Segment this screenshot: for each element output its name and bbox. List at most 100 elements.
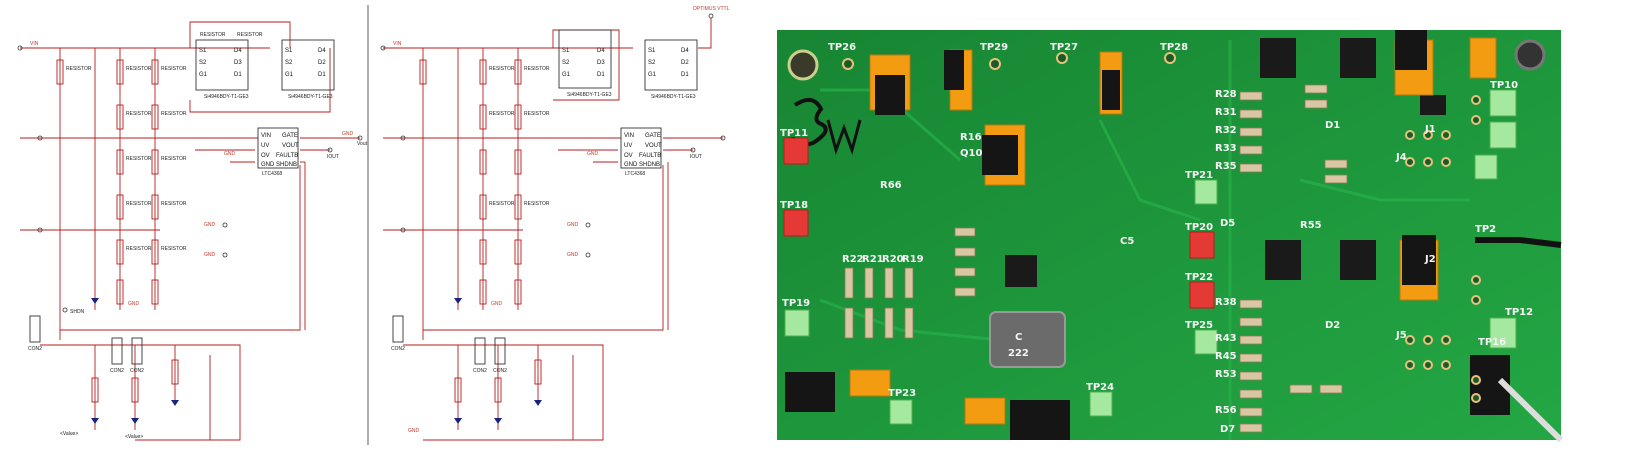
net-gnd: GND [224, 151, 236, 157]
fet-pin-label: D4 [681, 48, 689, 54]
silk-label: TP21 [1185, 170, 1213, 181]
net-gnd: GND [204, 222, 216, 228]
ic-pin: OV [624, 153, 633, 159]
fet-pin-label: D1 [597, 72, 605, 78]
ic-pin: VOUT [645, 143, 662, 149]
fet-pin-label: D4 [234, 48, 242, 54]
net-gnd: GND [567, 252, 579, 258]
mosfet-part-label: Si4946BDY-T1-GE3 [651, 94, 696, 100]
net-gnd: GND [587, 151, 599, 157]
schematic-left-extras: VIN GND GND GND GND GND SHDN IOUT Vout C… [17, 32, 368, 440]
silk-label: TP12 [1505, 307, 1533, 318]
fet-pin-label: D4 [597, 48, 605, 54]
ic-part-label: LTC4368 [625, 171, 645, 177]
silk-label: R66 [880, 180, 902, 191]
mosfet-u3-left: S1 S2 G1 D4 D3 D1 S1 S2 G1 D4 D2 D1 Si49… [195, 39, 335, 100]
silk-label: TP16 [1478, 337, 1506, 348]
connector-label: CON2 [28, 346, 42, 352]
ic-pin: GATE [282, 133, 298, 139]
inductor-marking: 222 [1008, 348, 1029, 359]
fet-pin-label: G1 [199, 72, 208, 78]
ic-pin: UV [261, 143, 269, 149]
testpoints-green [784, 89, 1517, 425]
diode-label: <Value> [60, 431, 78, 437]
connector-label: CON2 [473, 368, 487, 374]
silk-label: R56 [1215, 405, 1237, 416]
vout-label: Vout [357, 141, 368, 147]
silk-label: TP18 [780, 200, 808, 211]
fet-pin-label: S1 [285, 48, 293, 54]
fet-pin-label: S2 [285, 60, 293, 66]
silk-label: R28 [1215, 89, 1237, 100]
silk-label: TP2 [1475, 224, 1496, 235]
resistor-label: RESISTOR [489, 66, 515, 72]
resistor-label: RESISTOR [237, 32, 263, 38]
resistor-label: RESISTOR [66, 66, 92, 72]
net-gnd: GND [491, 301, 503, 307]
resistor-label: RESISTOR [489, 201, 515, 207]
fet-pin-label: S1 [562, 48, 570, 54]
ic-chip [1340, 38, 1376, 78]
silk-label: C5 [1120, 236, 1134, 247]
silk-label: R16 [960, 132, 982, 143]
ic-ltc4368-left: VIN GATE UV VOUT OV FAULTB GND SHDNB LTC… [257, 127, 299, 177]
silk-label: D7 [1220, 424, 1235, 435]
resistor-label: RESISTOR [161, 246, 187, 252]
silk-label: TP23 [888, 388, 916, 399]
fet-pin-label: D4 [318, 48, 326, 54]
testpoints-red [783, 137, 1215, 309]
connector-label: CON2 [493, 368, 507, 374]
shdn-label: SHDN [70, 309, 85, 315]
silk-label: TP19 [782, 298, 810, 309]
silk-label: R20 [882, 254, 904, 265]
silk-label: D5 [1220, 218, 1235, 229]
resistor-label: RESISTOR [200, 32, 226, 38]
silk-label: TP28 [1160, 42, 1188, 53]
smd-resistors [844, 84, 1348, 433]
mosfet-part-label: Si4946BDY-T1-GE3 [567, 92, 612, 98]
resistor-label: RESISTOR [161, 156, 187, 162]
silk-label: TP26 [828, 42, 856, 53]
connector-label: CON2 [110, 368, 124, 374]
handwriting-mark [826, 119, 862, 155]
fet-pin-label: S2 [562, 60, 570, 66]
silk-label: TP20 [1185, 222, 1213, 233]
resistor-label: RESISTOR [126, 156, 152, 162]
fet-pin-label: D3 [234, 60, 242, 66]
iout-label: IOUT [327, 154, 339, 160]
resistor-label: RESISTOR [524, 66, 550, 72]
silk-label: R32 [1215, 125, 1237, 136]
silk-label: D1 [1325, 120, 1340, 131]
silk-label: J1 [1424, 124, 1436, 135]
net-gnd: GND [128, 301, 140, 307]
silk-label: R31 [1215, 107, 1237, 118]
net-vin: VIN [393, 41, 402, 47]
fet-pin-label: S2 [648, 60, 656, 66]
ic-pin: UV [624, 143, 632, 149]
fet-pin-label: D3 [597, 60, 605, 66]
ic-pin: VOUT [282, 143, 299, 149]
silk-label: R45 [1215, 351, 1237, 362]
fet-pin-label: S1 [648, 48, 656, 54]
ic-chip [1420, 95, 1446, 115]
silk-label: TP29 [980, 42, 1008, 53]
schematic-left [20, 21, 360, 441]
silk-label: TP10 [1490, 80, 1518, 91]
resistor-label: RESISTOR [126, 111, 152, 117]
ic-chip [1265, 240, 1301, 280]
resistor-label: RESISTOR [161, 66, 187, 72]
mounting-hole [1514, 39, 1546, 71]
silk-label: J5 [1395, 330, 1407, 341]
inductor [989, 311, 1066, 368]
resistor-label: RESISTOR [126, 66, 152, 72]
silk-label: R38 [1215, 297, 1237, 308]
mounting-hole [787, 49, 819, 81]
silk-label: TP11 [780, 128, 808, 139]
fet-pin-label: D1 [234, 72, 242, 78]
silk-label: TP24 [1086, 382, 1114, 393]
fet-pin-label: S2 [199, 60, 207, 66]
silk-label: D2 [1325, 320, 1340, 331]
ic-pin: GND [624, 162, 638, 168]
